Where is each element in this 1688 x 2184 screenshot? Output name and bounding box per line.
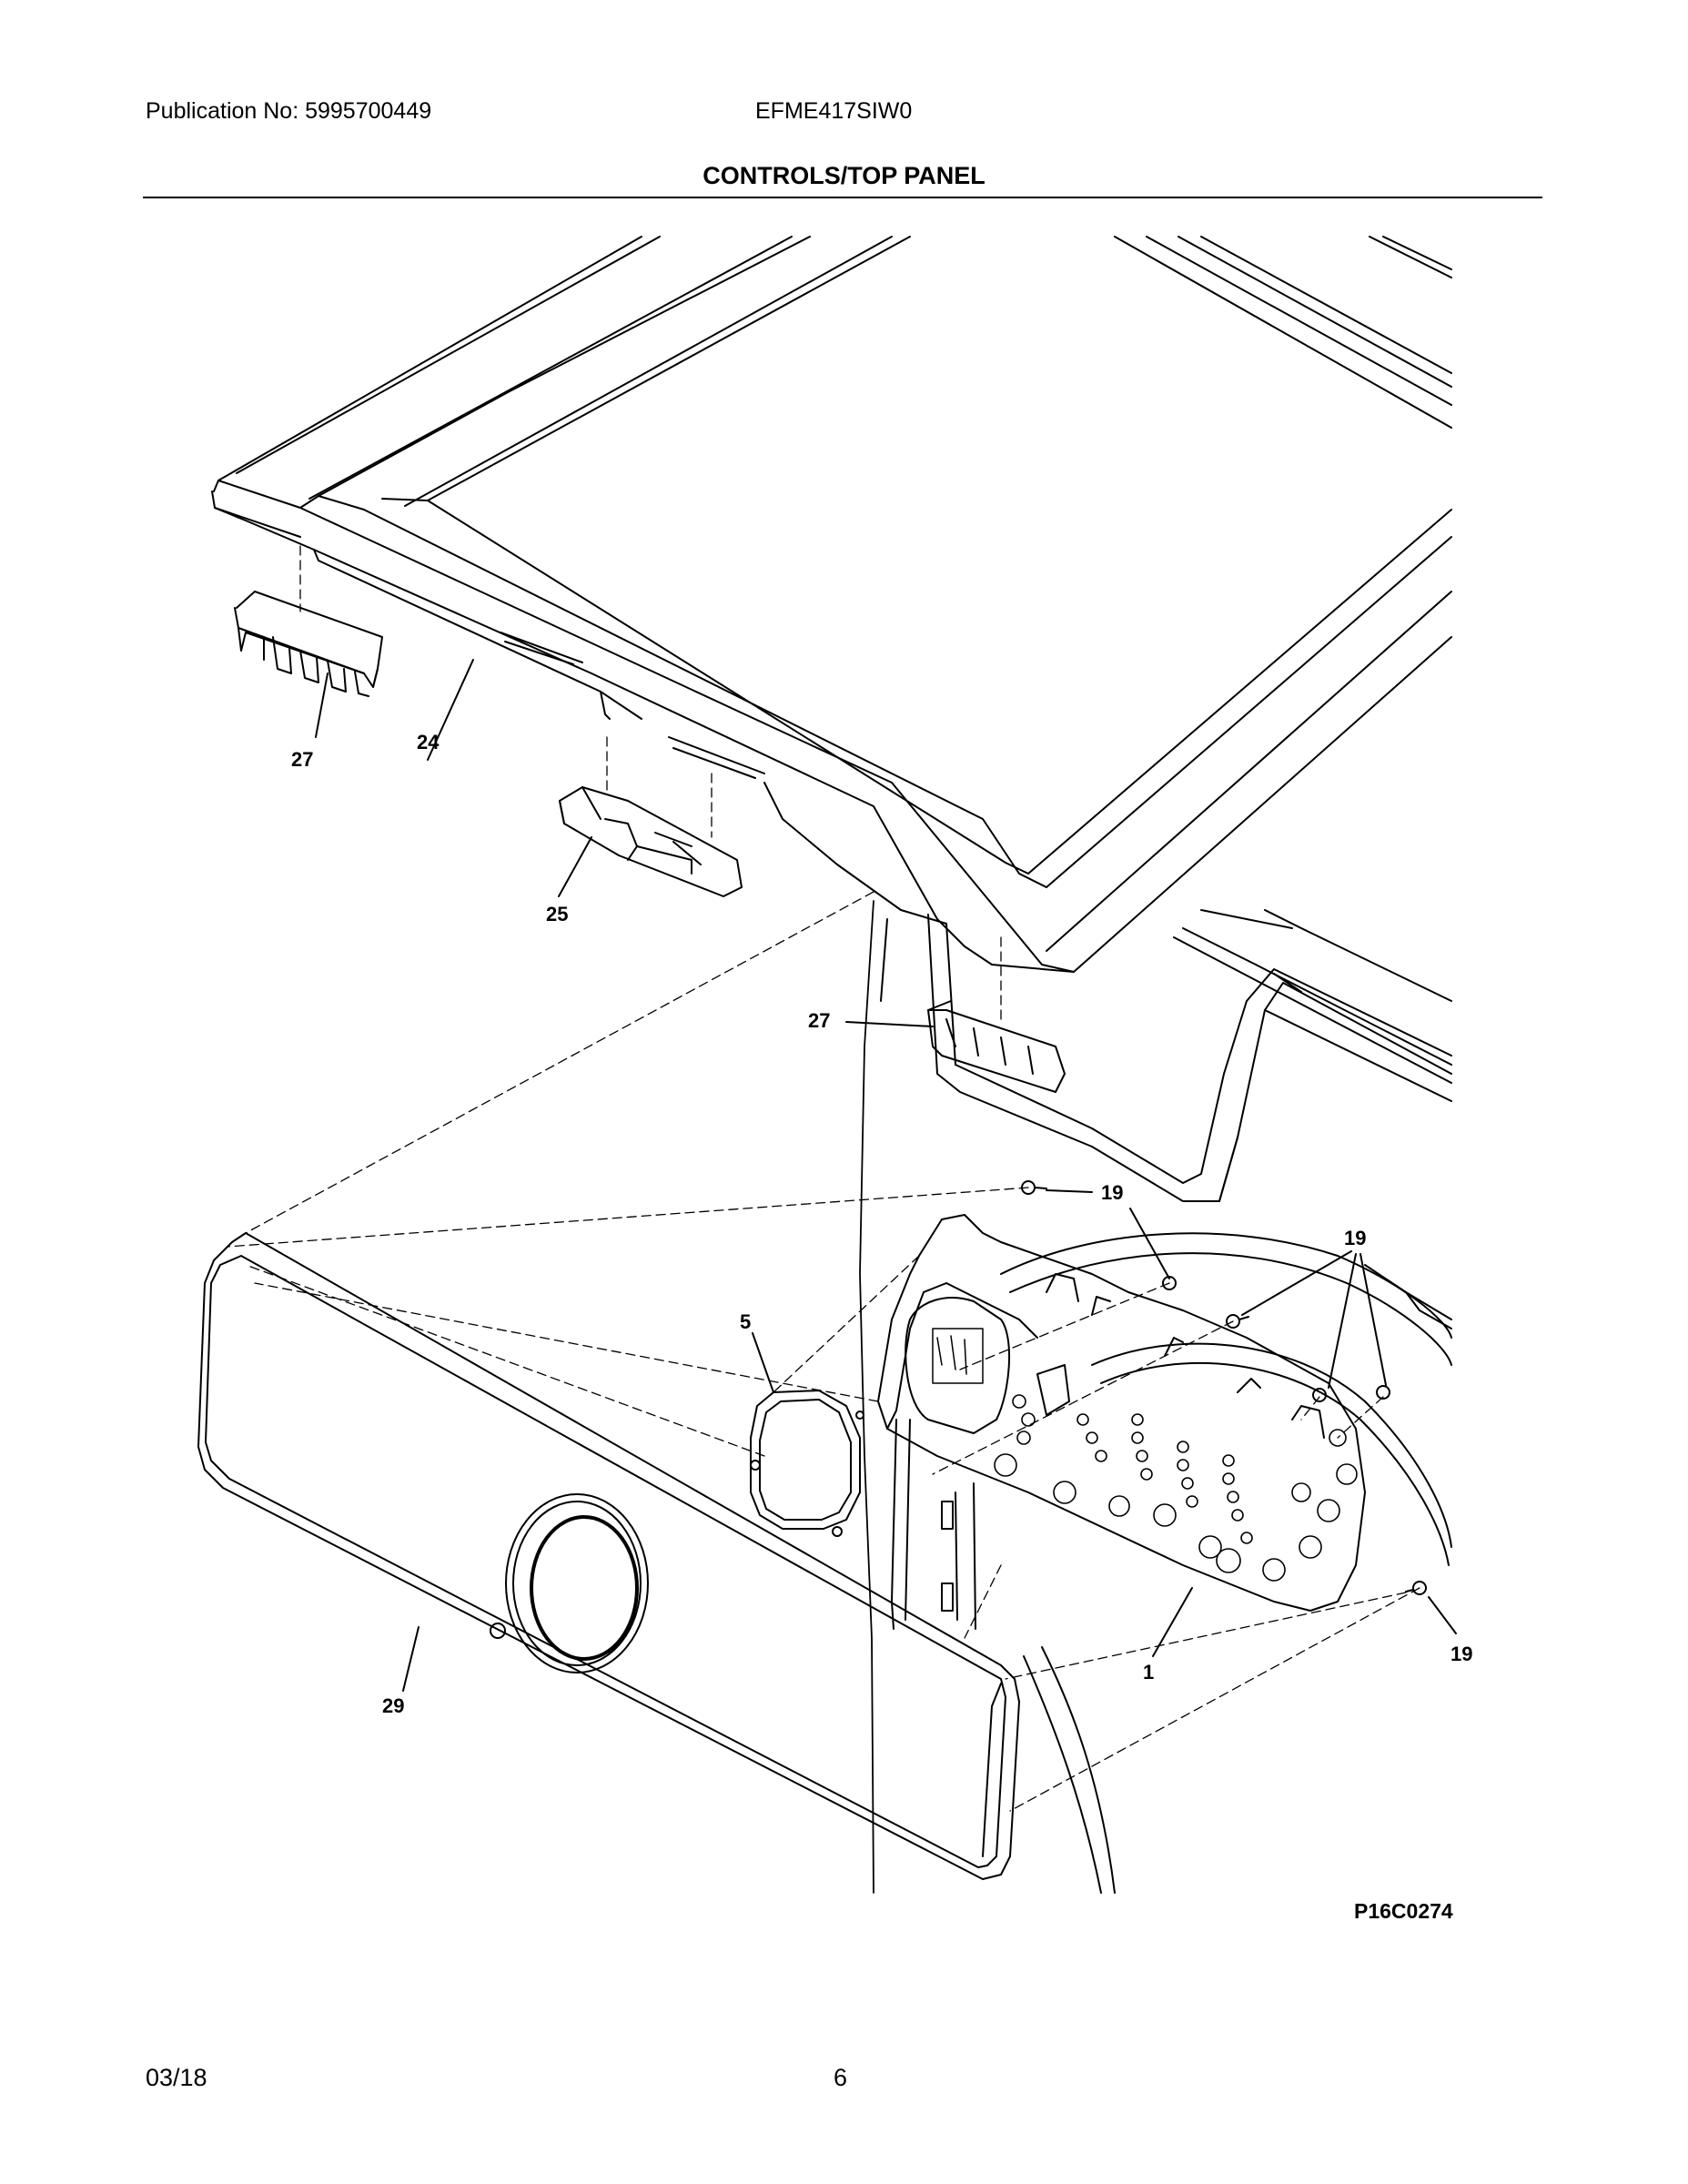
- drum-opening-arcs: [891, 1232, 1452, 1894]
- callout-1: 1: [1143, 1661, 1154, 1684]
- page-number: 6: [834, 2064, 848, 2091]
- callout-19-top-left: 19: [1101, 1181, 1123, 1204]
- callout-19-bottom-right: 19: [1450, 1643, 1472, 1665]
- callout-5: 5: [740, 1310, 751, 1333]
- leader-lines: [315, 659, 1457, 1692]
- callout-24: 24: [417, 731, 440, 753]
- cabinet-frame: [859, 900, 1452, 1894]
- footer-date: 03/18: [146, 2064, 207, 2091]
- console-panel: [197, 1232, 1020, 1880]
- top-panel: [211, 236, 1452, 973]
- section-title: CONTROLS/TOP PANEL: [702, 162, 986, 189]
- hinge-block-left: [234, 591, 383, 697]
- hinge-block-right: [927, 1000, 1066, 1093]
- publication-number: Publication No: 5995700449: [146, 98, 432, 124]
- model-number: EFME417SIW0: [755, 98, 913, 124]
- callout-25: 25: [546, 903, 568, 925]
- callout-19-top-right: 19: [1344, 1227, 1366, 1249]
- figure-code: P16C0274: [1354, 1899, 1453, 1923]
- callout-29: 29: [382, 1694, 404, 1717]
- knob-cover-ring: [750, 1390, 864, 1537]
- top-panel-bracket: [559, 786, 743, 897]
- console-control-board: [877, 1214, 1366, 1612]
- title-divider: [143, 197, 1542, 198]
- alignment-lines: [227, 545, 1420, 1812]
- callout-27-right: 27: [808, 1009, 830, 1032]
- callout-27-left: 27: [291, 748, 313, 771]
